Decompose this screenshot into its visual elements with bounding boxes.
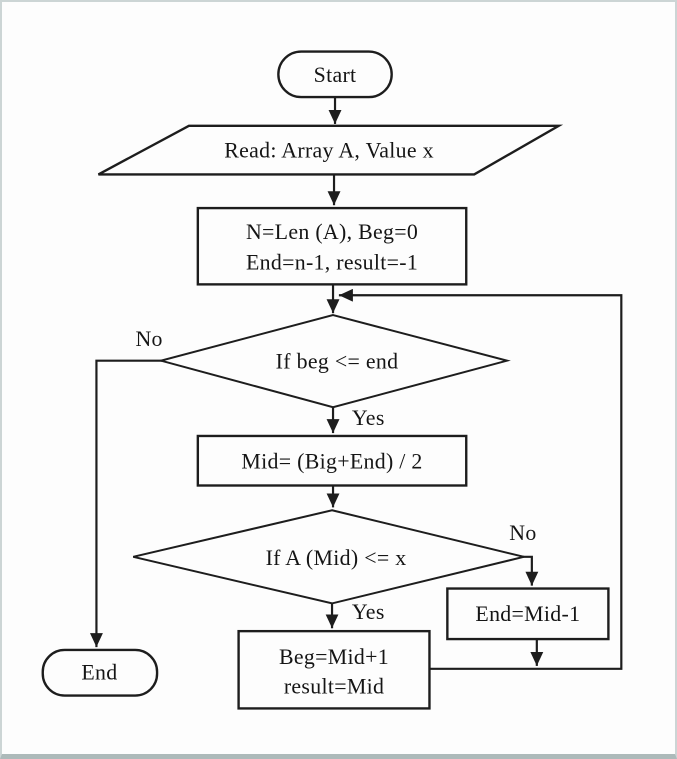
- end-mid-process-box: [446, 587, 610, 641]
- edge-loopback-to-loop-decision: [338, 288, 623, 670]
- end-mid-label: End=Mid-1: [475, 602, 580, 626]
- loop-yes-label: Yes: [352, 406, 385, 430]
- init-process-box: [196, 206, 468, 286]
- loop-no-label: No: [135, 327, 162, 351]
- compare-no-label: No: [509, 521, 536, 545]
- init-label-line2: End=n-1, result=-1: [246, 251, 418, 275]
- edge-compare-no-to-endmid: [522, 555, 539, 586]
- update-process-box: [237, 629, 431, 710]
- loop-condition-label: If beg <= end: [276, 350, 399, 374]
- compare-yes-label: Yes: [352, 600, 385, 624]
- read-input-parallelogram: [97, 124, 564, 176]
- mid-label: Mid= (Big+End) / 2: [241, 450, 422, 474]
- compare-condition-label: If A (Mid) <= x: [266, 546, 407, 570]
- init-label-line1: N=Len (A), Beg=0: [246, 220, 418, 244]
- compare-condition-diamond: [132, 509, 525, 605]
- mid-process-box: [196, 434, 468, 487]
- update-label-line2: result=Mid: [284, 675, 384, 699]
- edge-loop-no-to-end: [89, 359, 163, 648]
- loop-condition-diamond: [157, 314, 511, 409]
- end-label: End: [81, 661, 117, 685]
- start-label: Start: [314, 63, 357, 87]
- read-label: Read: Array A, Value x: [224, 139, 434, 163]
- start-terminator: [277, 50, 393, 99]
- end-terminator: [41, 648, 159, 697]
- update-label-line1: Beg=Mid+1: [279, 645, 389, 669]
